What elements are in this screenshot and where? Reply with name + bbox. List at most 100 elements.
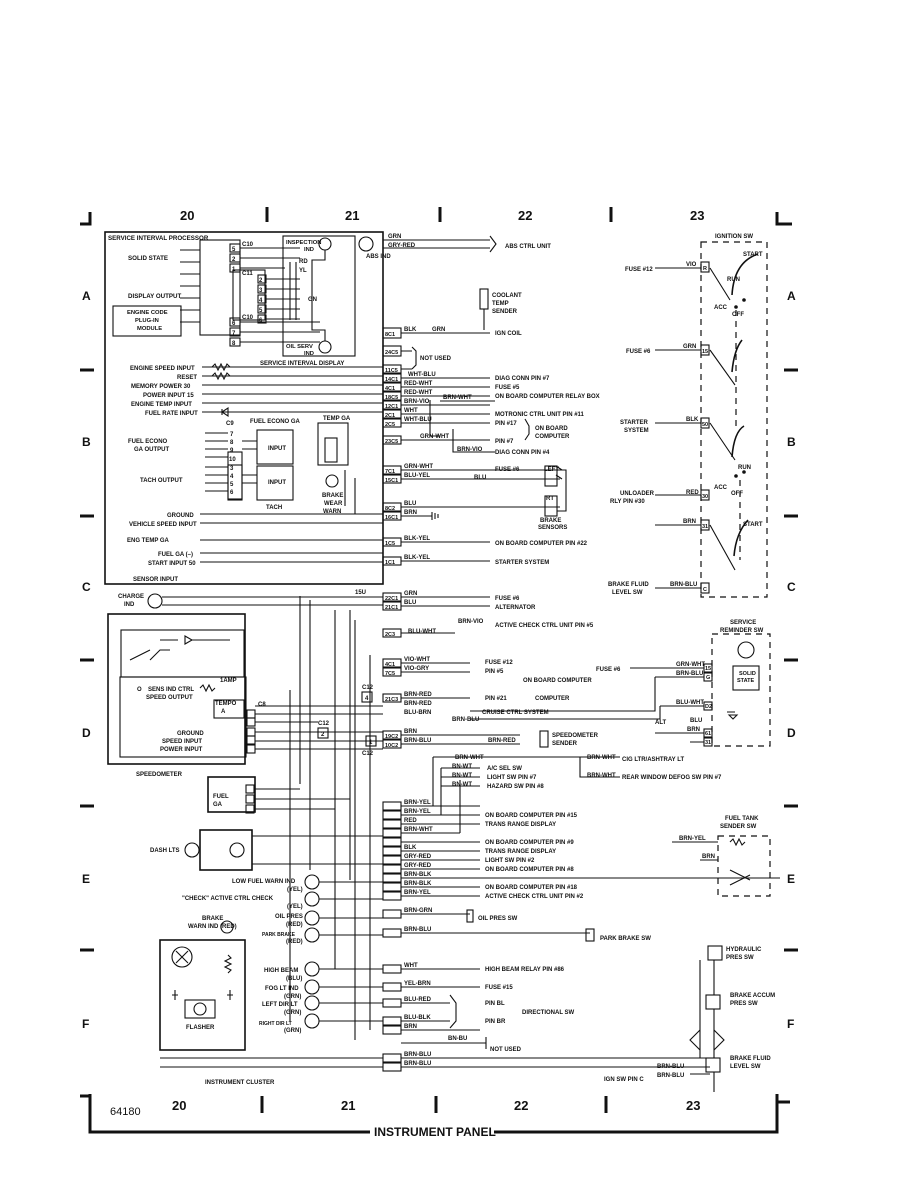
- fuel-tank-1: FUEL TANK: [725, 816, 759, 822]
- row-label-f: F: [82, 1017, 89, 1031]
- fe-pin-3: 3: [230, 466, 234, 472]
- left-dir-1: LEFT DIR LT: [262, 1002, 298, 1008]
- lw-brn-blk-2: BRN-BLK: [404, 872, 432, 878]
- wire-brn-vio: BRN-VIO: [404, 399, 430, 405]
- ld-fuse-15: FUSE #15: [485, 985, 513, 991]
- lw-brn-yel: BRN-YEL: [404, 800, 431, 806]
- ld-cig-ltr: CIG LTR/ASHTRAY LT: [622, 757, 684, 763]
- sip-c11-pin-2: 2: [259, 278, 263, 284]
- fe-pin-7: 7: [230, 432, 234, 438]
- dest-fuse-6: FUSE #6: [495, 467, 520, 473]
- brake-fluid-3: BRAKE FLUID: [730, 1056, 771, 1062]
- vio-label: VIO: [686, 262, 697, 268]
- dest-fuse-6b: FUSE #6: [495, 596, 520, 602]
- wire-blu-3: BLU: [404, 600, 416, 606]
- brn-blu-ign: BRN-BLU: [670, 582, 697, 588]
- wire-wht: WHT: [404, 408, 418, 414]
- wire-brn-red-2: BRN-RED: [404, 701, 432, 707]
- col-label-23: 23: [690, 208, 704, 223]
- wire-grn-2: GRN: [404, 591, 417, 597]
- fuel-econo-tach-block: [205, 422, 349, 501]
- pin-r: R: [703, 266, 707, 272]
- conn-21c3: 21C3: [385, 697, 398, 703]
- check-ind-icon: [304, 891, 320, 907]
- sip-c10: C10: [242, 242, 254, 248]
- blu-sr: BLU: [690, 718, 702, 724]
- label-memory-power: MEMORY POWER 30: [131, 384, 191, 390]
- conn-15c1: 15C1: [385, 478, 398, 484]
- ld-trans-range: TRANS RANGE DISPLAY: [485, 822, 556, 828]
- wire-brn-red: BRN-RED: [404, 692, 432, 698]
- off-label: OFF: [732, 312, 744, 318]
- row-label-a-right: A: [787, 289, 796, 303]
- wire-blu: BLU: [474, 475, 486, 481]
- sip-display-title: SERVICE INTERVAL DISPLAY: [260, 361, 344, 367]
- charge-ind-icon: [147, 593, 163, 609]
- brake-wear-3: WARN: [323, 509, 341, 515]
- temp-ga-label: TEMP GA: [323, 416, 351, 422]
- blu-wht-sr: BLU-WHT: [676, 700, 704, 706]
- sip-rd: RD: [299, 259, 308, 265]
- fuel-tank-sender: [672, 835, 771, 897]
- dest-not-used: NOT USED: [420, 356, 452, 362]
- conn-10c2: 10C2: [385, 743, 398, 749]
- abs-ind-icon: [358, 236, 374, 252]
- ld-trans-range-2: TRANS RANGE DISPLAY: [485, 849, 556, 855]
- oil-pres-1: OIL PRES: [275, 914, 303, 920]
- col-label-21-bottom: 21: [341, 1098, 355, 1113]
- oil-pres-sw-icon: [466, 909, 474, 923]
- brake-wear-warn-icon: [325, 474, 339, 488]
- lw-blk: BLK: [404, 845, 417, 851]
- brake-wear-2: WEAR: [324, 501, 343, 507]
- brn-sr: BRN: [687, 727, 700, 733]
- high-beam-1: HIGH BEAM: [264, 968, 298, 974]
- ld-park-brake-sw: PARK BRAKE SW: [600, 936, 651, 942]
- row-label-b: B: [82, 435, 91, 449]
- sr-pin-d2: D2: [705, 704, 712, 710]
- fe-pin-6: 6: [230, 490, 234, 496]
- sr-pin-31: 31: [705, 740, 711, 746]
- park-brake-sw-icon: [585, 928, 595, 942]
- wire-blk-yel-2: BLK-YEL: [404, 555, 430, 561]
- ld-active-check-2: ACTIVE CHECK CTRL UNIT PIN #2: [485, 894, 584, 900]
- wire-blk: BLK: [404, 327, 417, 333]
- conn-12c1: 12C1: [385, 404, 398, 410]
- fuel-tank-2: SENDER SW: [720, 824, 757, 830]
- wire-blu-2: BLU: [404, 501, 416, 507]
- col-label-22: 22: [518, 208, 532, 223]
- dest-ign-coil: IGN COIL: [495, 331, 522, 337]
- sip-module-2: PLUG-IN: [135, 318, 159, 324]
- sip-c11-pin-5: 5: [259, 308, 263, 314]
- label-start-input: START INPUT 50: [148, 561, 196, 567]
- dest-cruise: CRUISE CTRL SYSTEM: [482, 710, 549, 716]
- wire-blk-yel: BLK-YEL: [404, 536, 430, 542]
- tach-input-label: INPUT: [268, 480, 286, 486]
- lw-brn-blu-2: BRN-BLU: [404, 1052, 431, 1058]
- row-label-e-right: E: [787, 872, 795, 886]
- lw-brn: BRN: [404, 1024, 417, 1030]
- o2-sens-label: SENS IND CTRL: [148, 687, 194, 693]
- footer-title: INSTRUMENT PANEL: [374, 1125, 496, 1139]
- dest-fuse-5: FUSE #5: [495, 385, 520, 391]
- charge-ind-2: IND: [124, 602, 135, 608]
- sr-pin-15: 15: [705, 666, 711, 672]
- solid-state-1: SOLID: [739, 671, 756, 677]
- speedo-speed-input: SPEED INPUT: [162, 739, 202, 745]
- brake-fluid-2: LEVEL SW: [612, 590, 643, 596]
- brake-fluid-sw-icon: [705, 1057, 721, 1073]
- lw-bn-bu: BN-BU: [448, 1036, 467, 1042]
- sip-inspection: INSPECTION: [286, 240, 321, 246]
- brn-ft: BRN: [702, 854, 715, 860]
- center-connectors: [358, 235, 567, 749]
- col-label-21: 21: [345, 208, 359, 223]
- pin-15: 15: [702, 349, 708, 355]
- dest-relay-box: ON BOARD COMPUTER RELAY BOX: [495, 394, 600, 400]
- fe-pin-10: 10: [229, 457, 236, 463]
- lw-bn-wt: BN-WT: [452, 764, 472, 770]
- ignition-sw-label: IGNITION SW: [715, 234, 753, 240]
- service-interval-block: [104, 231, 384, 585]
- row-label-e: E: [82, 872, 90, 886]
- sip-pin-2: 2: [232, 257, 236, 263]
- ld-oil-pres-sw: OIL PRES SW: [478, 916, 518, 922]
- wire-brn-vio-3: BRN-VIO: [458, 619, 484, 625]
